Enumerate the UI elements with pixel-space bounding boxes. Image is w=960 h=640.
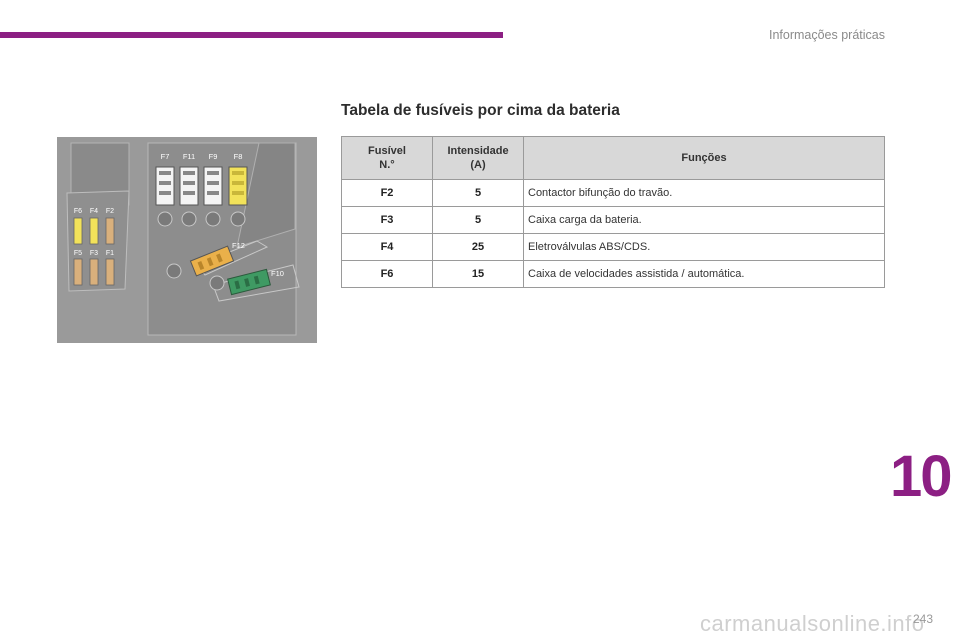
fuse-f1 — [105, 258, 115, 286]
fuse-f10 — [227, 268, 271, 296]
fuse-f4 — [89, 217, 99, 245]
fuse-f9 — [203, 166, 223, 206]
label-f7: F7 — [161, 152, 170, 161]
label-f3: F3 — [90, 250, 98, 257]
table-row: F2 5 Contactor bifunção do travão. — [341, 179, 885, 207]
main-block-right-recess — [236, 142, 296, 248]
cell-function: Contactor bifunção do travão. — [523, 179, 885, 207]
nut-f7 — [157, 211, 173, 227]
table-row: F3 5 Caixa carga da bateria. — [341, 206, 885, 234]
cell-amps: 15 — [432, 260, 524, 288]
nut-f11 — [181, 211, 197, 227]
fuse-f12 — [189, 245, 235, 277]
nut-f12 — [166, 263, 182, 279]
fuse-f8 — [228, 166, 248, 206]
label-f10: F10 — [271, 269, 284, 278]
fuse-f3 — [89, 258, 99, 286]
cell-amps: 5 — [432, 206, 524, 234]
label-f2: F2 — [106, 208, 114, 215]
label-f4: F4 — [90, 208, 98, 215]
table-row: F6 15 Caixa de velocidades assistida / a… — [341, 260, 885, 288]
fuse-f5 — [73, 258, 83, 286]
fuse-f6 — [73, 217, 83, 245]
header-fuse-line2: N.° — [379, 159, 395, 171]
label-f1: F1 — [106, 250, 114, 257]
header-amps-line2: (A) — [470, 159, 486, 171]
page-number: 243 — [913, 612, 934, 626]
header-functions: Funções — [523, 136, 885, 180]
label-f12: F12 — [232, 241, 245, 250]
label-f9: F9 — [209, 152, 218, 161]
fuse-f11 — [179, 166, 199, 206]
label-f11: F11 — [183, 152, 195, 161]
cell-fuse: F4 — [341, 233, 433, 261]
cell-function: Eletroválvulas ABS/CDS. — [523, 233, 885, 261]
header-fuse-line1: Fusível — [368, 144, 406, 157]
fuse-f7 — [155, 166, 175, 206]
cell-fuse: F2 — [341, 179, 433, 207]
cell-amps: 5 — [432, 179, 524, 207]
nut-f8 — [230, 211, 246, 227]
cell-function: Caixa carga da bateria. — [523, 206, 885, 234]
table-row: F4 25 Eletroválvulas ABS/CDS. — [341, 233, 885, 261]
label-f6: F6 — [74, 208, 82, 215]
watermark: carmanualsonline.info — [700, 611, 925, 636]
cell-function: Caixa de velocidades assistida / automát… — [523, 260, 885, 288]
table-title: Tabela de fusíveis por cima da bateria — [341, 102, 620, 119]
nut-f9 — [205, 211, 221, 227]
header-amps: Intensidade (A) — [432, 136, 524, 180]
fuse-box-diagram: F7 F11 F9 F8 F12 — [57, 137, 317, 343]
cell-amps: 25 — [432, 233, 524, 261]
fuse-f2 — [105, 217, 115, 245]
cell-fuse: F3 — [341, 206, 433, 234]
label-f8: F8 — [234, 152, 243, 161]
cell-fuse: F6 — [341, 260, 433, 288]
chapter-number: 10 — [890, 444, 952, 509]
label-f5: F5 — [74, 250, 82, 257]
nut-f10 — [209, 275, 225, 291]
section-title: Informações práticas — [768, 28, 885, 42]
header-amps-line1: Intensidade — [447, 144, 509, 157]
header-accent-bar — [0, 32, 503, 38]
